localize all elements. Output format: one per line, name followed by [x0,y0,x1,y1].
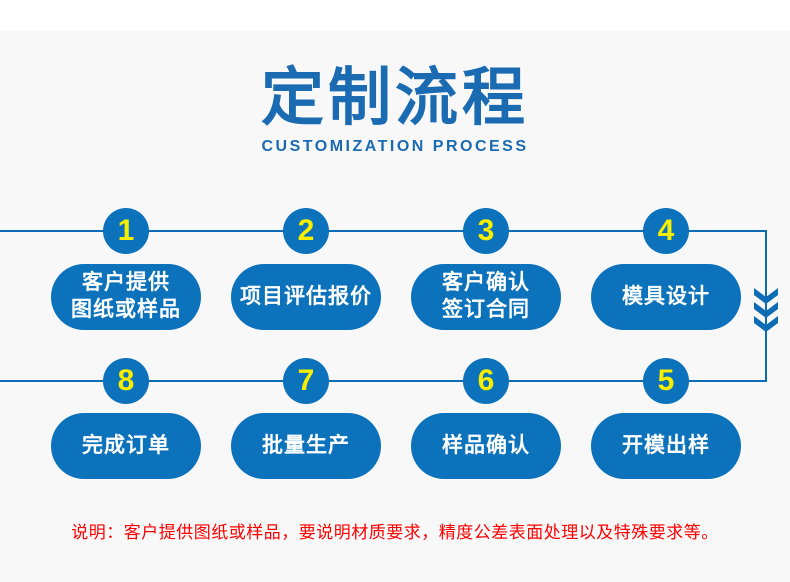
footnote: 说明：客户提供图纸或样品，要说明材质要求，精度公差表面处理以及特殊要求等。 [71,523,719,542]
step-7-label: 批量生产 [231,413,381,479]
step-3-number-badge: 3 [463,208,509,254]
flow-line-right-vertical [765,230,767,382]
step-2-number-badge: 2 [283,208,329,254]
page-title: 定制流程 [261,63,529,133]
step-6-number-badge: 6 [463,358,509,404]
step-1-number-badge: 1 [103,208,149,254]
step-4-number-badge: 4 [643,208,689,254]
step-1-label: 客户提供 图纸或样品 [51,264,201,330]
header: 定制流程 CUSTOMIZATION PROCESS [0,62,790,156]
flow-line-top [0,230,767,232]
step-2-label: 项目评估报价 [231,264,381,330]
step-8-number-badge: 8 [103,358,149,404]
step-5-number-badge: 5 [643,358,689,404]
step-3-label: 客户确认 签订合同 [411,264,561,330]
page-subtitle: CUSTOMIZATION PROCESS [261,138,529,156]
step-7-number-badge: 7 [283,358,329,404]
step-4-label: 模具设计 [591,264,741,330]
flow-line-bottom [0,380,767,382]
step-5-label: 开模出样 [591,413,741,479]
step-8-label: 完成订单 [51,413,201,479]
step-6-label: 样品确认 [411,413,561,479]
chevron-down-icon [754,288,778,332]
